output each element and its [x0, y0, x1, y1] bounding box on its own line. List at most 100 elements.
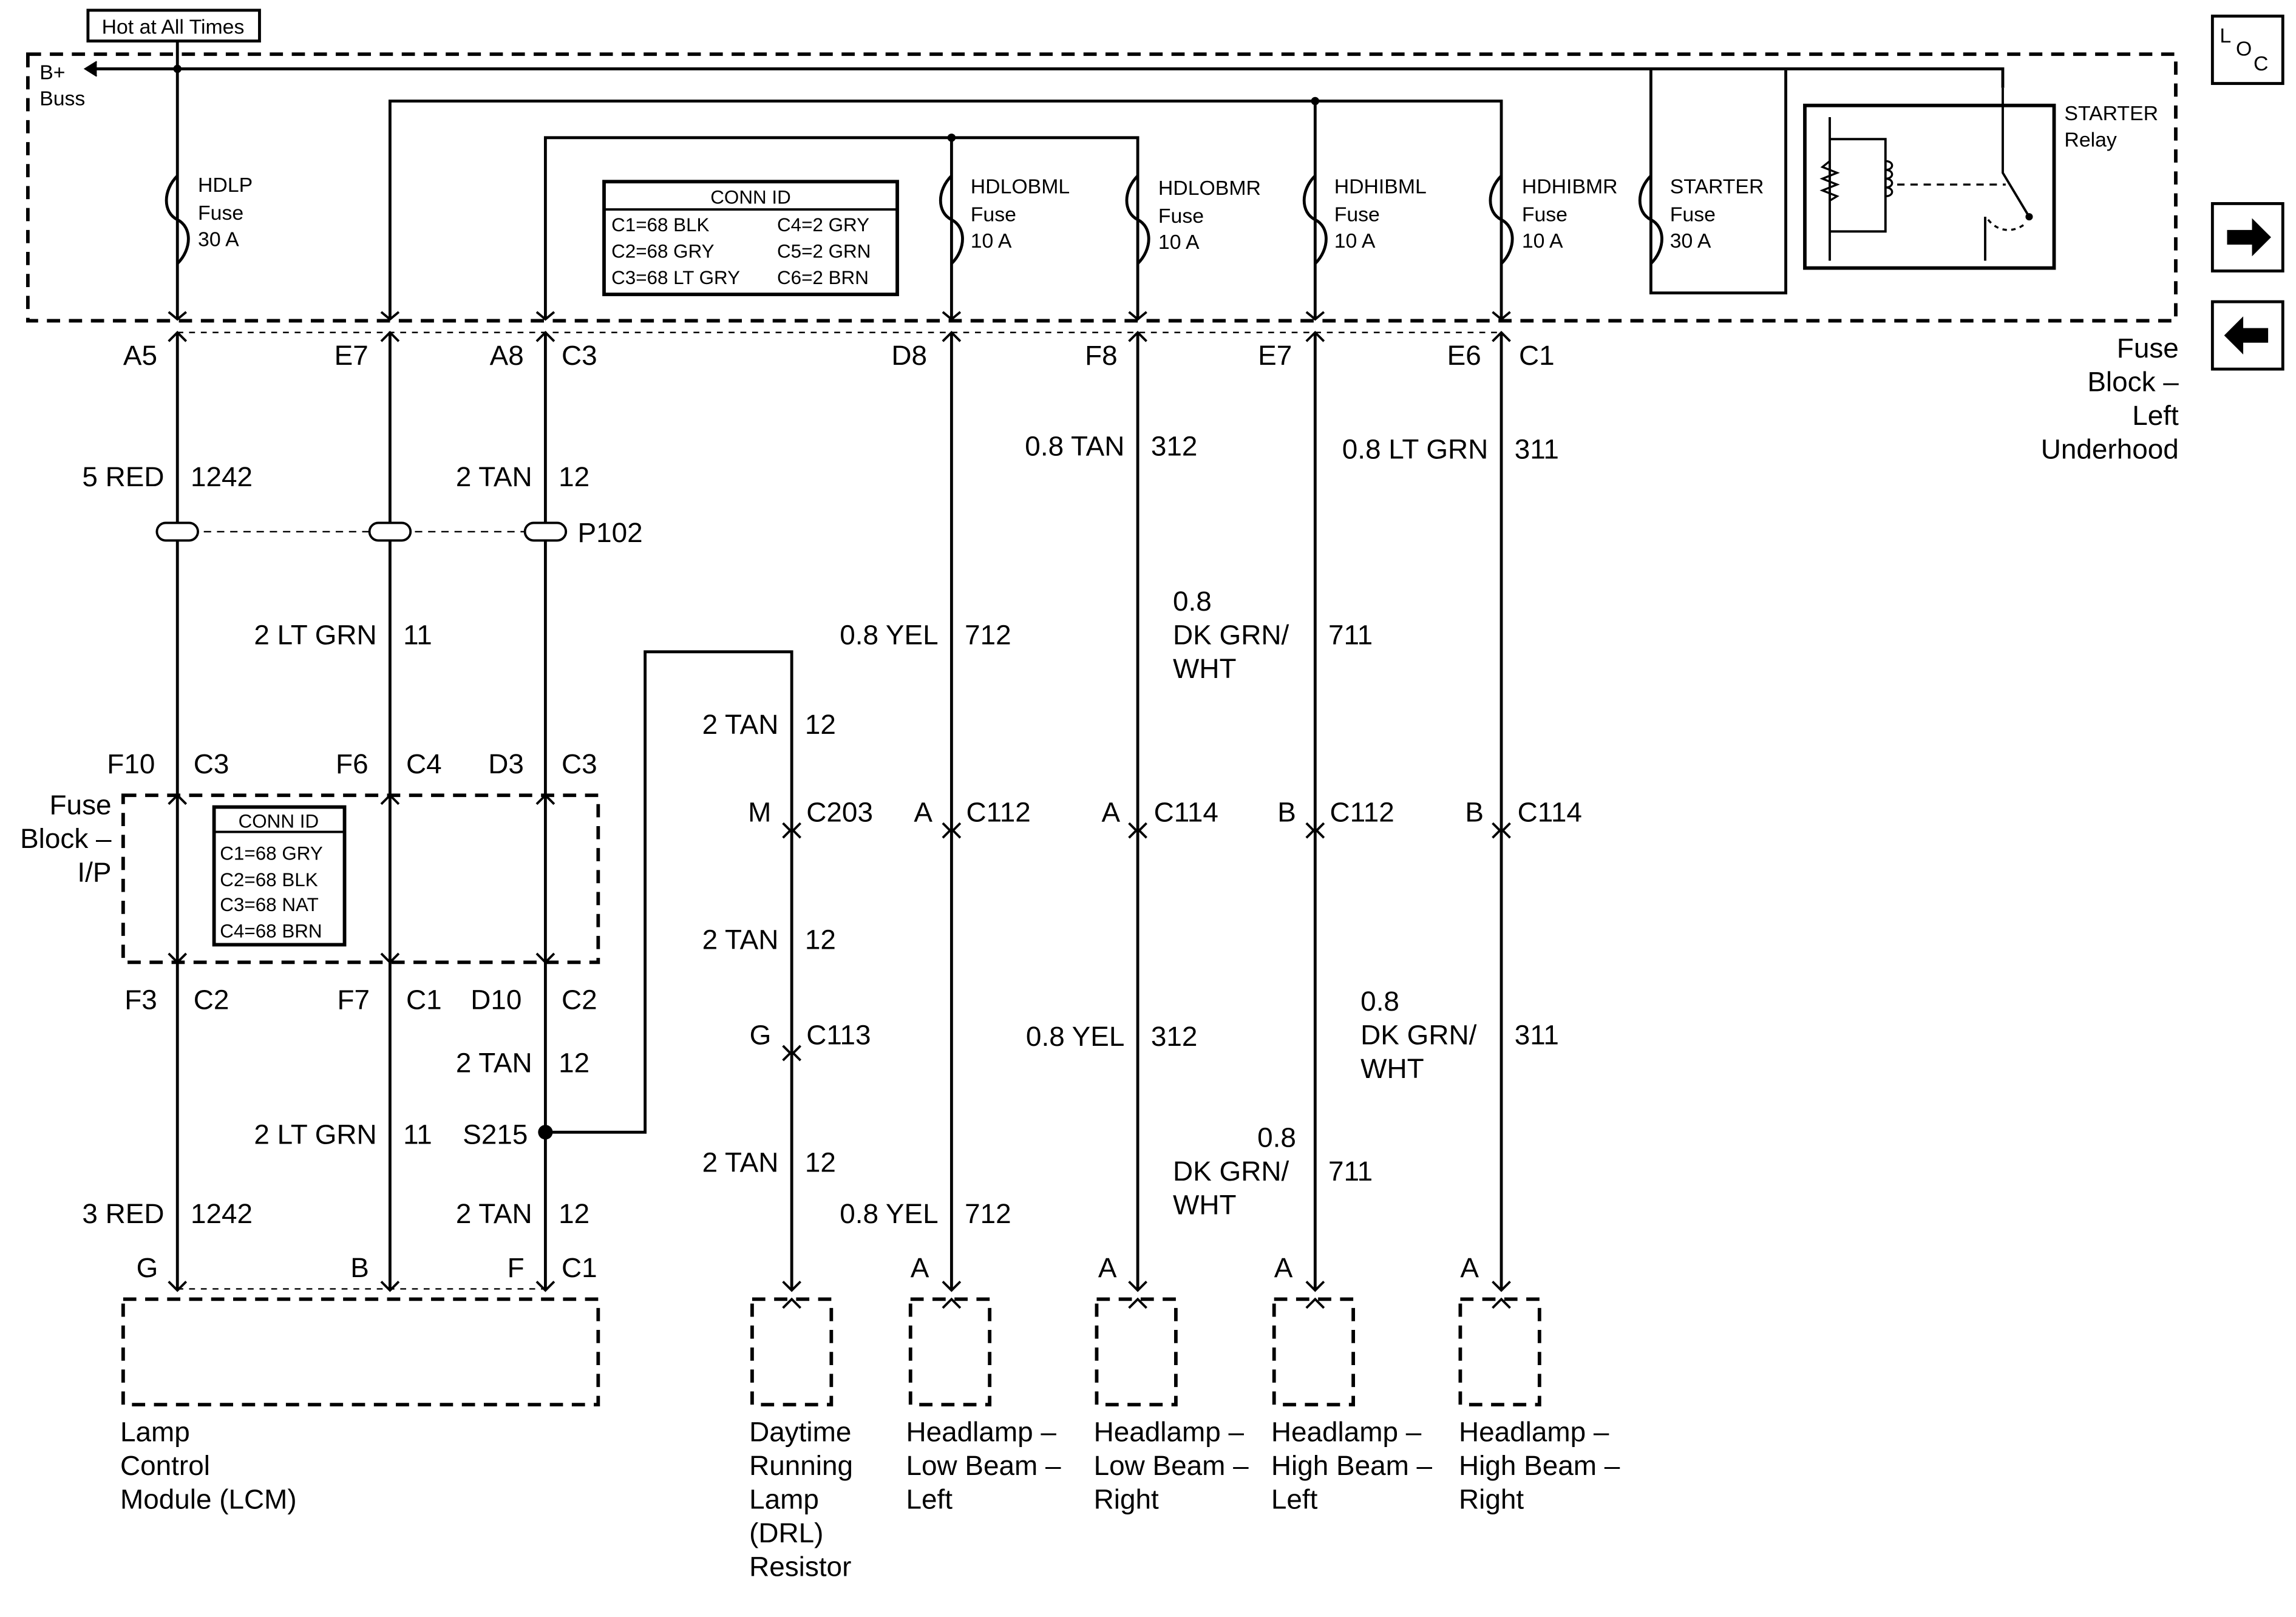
prev-page-button[interactable] — [2210, 300, 2284, 371]
fuse-hdhibmr-name: HDHIBMR — [1522, 175, 1618, 198]
headlamp-high-right-box — [1458, 1297, 1541, 1407]
fuse-block-label-line3: Left — [2132, 399, 2179, 431]
wire-label-drl-12: 12 — [805, 708, 836, 740]
lcm-box — [121, 1297, 600, 1407]
hl-hr-label-1: Headlamp – — [1459, 1415, 1609, 1447]
chevron-icon — [942, 331, 962, 342]
conn-id-ip-box — [212, 805, 347, 947]
p102-label: P102 — [578, 517, 643, 548]
pin-c2-ip2: C2 — [562, 984, 597, 1015]
hl-ll-label-1: Headlamp – — [906, 1415, 1057, 1447]
chevron-icon — [942, 1297, 962, 1309]
low-711-l2: DK GRN/ — [1173, 1155, 1289, 1187]
fuse-hdhibmr-type: Fuse — [1522, 203, 1567, 226]
wire-label-12: 12 — [559, 461, 589, 492]
p102-pin-1 — [155, 521, 199, 542]
conn-id-top-r3: C2=68 GRY — [611, 241, 715, 262]
pin-c1-ip: C1 — [406, 984, 442, 1015]
pin-f6: F6 — [336, 748, 369, 779]
pin-f10: F10 — [107, 748, 155, 779]
bottom-pins: G B F C1 A A A A — [137, 1252, 1479, 1283]
bus-arrow-icon — [83, 61, 98, 77]
p102-connector: P102 — [155, 517, 643, 548]
c113-pin: G — [750, 1019, 772, 1051]
fuse-labels: HDLP Fuse 30 A HDLOBML Fuse 10 A HDLOBMR… — [198, 174, 1764, 254]
chevron-icon — [1492, 822, 1511, 839]
drl-label-2: Running — [749, 1449, 853, 1481]
chevron-icon — [942, 311, 962, 321]
fuse-hdhibmr-icon — [1489, 174, 1514, 265]
hot-label: Hot at All Times — [102, 16, 245, 39]
wire-label-drl-2tan: 2 TAN — [702, 708, 779, 740]
wire-labels-low: 2 TAN 12 2 TAN 12 0.8 YEL 312 0.8 DK GRN… — [82, 924, 1559, 1229]
c114a-pin: A — [1102, 796, 1121, 828]
loc-icon-frame[interactable] — [2210, 15, 2284, 85]
low-08yel-b: 0.8 YEL — [840, 1198, 938, 1229]
fuse-hdlobml-icon — [939, 174, 964, 265]
low-311: 311 — [1515, 1019, 1559, 1051]
headlamp-low-right-box — [1095, 1297, 1178, 1407]
chevron-icon — [168, 331, 188, 342]
low-2ltgrn: 2 LT GRN — [254, 1119, 376, 1150]
pin-a-4: A — [1460, 1252, 1479, 1283]
fuse-block-label-line4: Underhood — [2041, 433, 2179, 464]
fuse-hdlp-type: Fuse — [198, 202, 243, 225]
c112b-label: C112 — [1330, 796, 1394, 828]
low-312: 312 — [1151, 1020, 1198, 1052]
c113-label: C113 — [806, 1019, 871, 1051]
hl-lr-label-2: Low Beam – — [1094, 1449, 1249, 1481]
hl-hr-label-2: High Beam – — [1459, 1449, 1620, 1481]
relay-label-1: STARTER — [2064, 102, 2158, 125]
chevron-icon — [1492, 311, 1511, 321]
conn-id-ip-title: CONN ID — [239, 810, 319, 832]
conn-id-top-r6: C6=2 BRN — [777, 267, 869, 288]
loc-icon[interactable]: L O C — [2210, 15, 2284, 85]
pin-c2-ip: C2 — [194, 984, 229, 1015]
low-08yel: 0.8 YEL — [1026, 1020, 1124, 1052]
fuse-hdlobmr-rating: 10 A — [1158, 231, 1200, 254]
components — [121, 1297, 1541, 1407]
chevron-icon — [535, 331, 555, 342]
wire-drl-12 — [545, 650, 793, 1289]
pin-c4: C4 — [406, 748, 442, 779]
pin-c3: C3 — [562, 339, 597, 371]
pin-a-3: A — [1274, 1252, 1293, 1283]
fuse-hdlobml-type: Fuse — [971, 203, 1016, 226]
starter-relay-box — [1803, 103, 2056, 270]
conn-id-ip-r2: C2=68 BLK — [220, 869, 318, 890]
fuse-hdlobml-name: HDLOBML — [971, 175, 1070, 198]
low-12-d: 12 — [559, 1198, 589, 1229]
chevron-icon — [782, 822, 801, 839]
lcm-label-2: Control — [120, 1449, 210, 1481]
inline-connectors: M C203 A C112 A C114 B C112 B C114 G C11… — [748, 796, 1582, 1051]
c114a-label: C114 — [1154, 796, 1218, 828]
hl-ll-label-3: Left — [906, 1483, 953, 1514]
pin-e6: E6 — [1447, 339, 1481, 371]
fuse-starter-rating: 30 A — [1670, 229, 1711, 253]
next-page-button[interactable] — [2210, 202, 2284, 273]
component-labels: Lamp Control Module (LCM) Daytime Runnin… — [120, 1415, 1620, 1582]
arrow-icon — [168, 793, 188, 964]
fuse-hdlobmr-type: Fuse — [1158, 205, 1204, 228]
s215-label: S215 — [463, 1119, 528, 1150]
low-2tan-d: 2 TAN — [456, 1198, 532, 1229]
low-711-l1: 0.8 — [1257, 1121, 1296, 1153]
chevron-icon — [535, 311, 555, 321]
conn-id-ip-r3: C3=68 NAT — [220, 894, 319, 915]
pin-c1: C1 — [1519, 339, 1555, 371]
wire-label-08tan: 0.8 TAN — [1025, 430, 1124, 461]
chevron-icon — [782, 1297, 801, 1309]
fuse-block-ip-outline — [121, 793, 600, 964]
c112a-pin: A — [914, 796, 932, 828]
chevron-icon — [1305, 331, 1325, 342]
conn-id-top-r4: C5=2 GRN — [777, 241, 871, 262]
pin-f3: F3 — [124, 984, 157, 1015]
hl-lr-label-3: Right — [1094, 1483, 1159, 1514]
drl-label-4: (DRL) — [749, 1517, 823, 1548]
wire-label-711-l1: 0.8 — [1173, 585, 1212, 617]
pin-f: F — [508, 1252, 525, 1283]
chevron-icon — [535, 1281, 555, 1292]
pin-a-1: A — [911, 1252, 929, 1283]
top-pins: A5 E7 A8 C3 D8 F8 E7 E6 C1 — [123, 339, 1555, 371]
